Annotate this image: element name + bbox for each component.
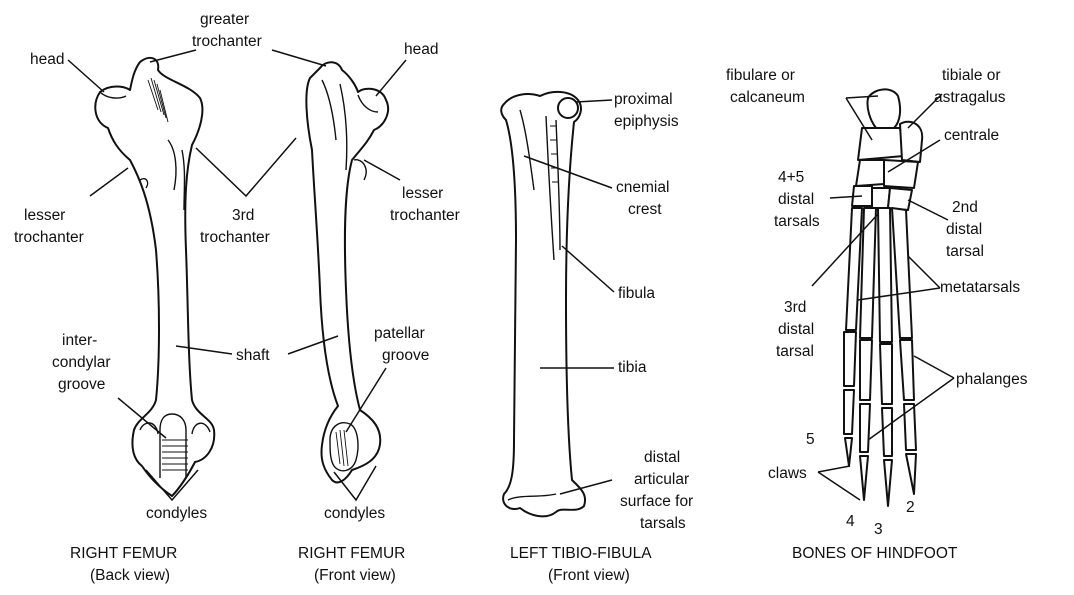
caption-tibio-2: (Front view) <box>548 567 630 584</box>
label-proximal-1: proximal <box>614 91 673 108</box>
tibio-fibula-outline <box>501 92 585 516</box>
label-distal-2: articular <box>634 471 689 488</box>
leader-greater-back <box>150 50 196 62</box>
femur-back-outline <box>95 58 214 496</box>
leader-claws <box>818 466 860 500</box>
label-45-1: 4+5 <box>778 169 804 186</box>
label-3rd-1: 3rd <box>784 299 806 316</box>
label-groove-2: condylar <box>52 354 111 371</box>
leader-proximal <box>576 100 612 102</box>
femur-front-lesser-knob <box>354 160 366 180</box>
label-lesser-back-1: lesser <box>24 207 65 224</box>
label-lesser-front-1: lesser <box>402 185 443 202</box>
phalanx-2a <box>900 340 914 400</box>
claw-2 <box>906 454 916 494</box>
caption-femur-back-1: RIGHT FEMUR <box>70 545 177 562</box>
digit-number-5: 5 <box>806 431 815 448</box>
label-lesser-back-2: trochanter <box>14 229 84 246</box>
label-third-1: 3rd <box>232 207 254 224</box>
metatarsal-4 <box>860 208 876 338</box>
digit-number-2: 2 <box>906 499 915 516</box>
label-patellar-1: patellar <box>374 325 425 342</box>
label-3rd-3: tarsal <box>776 343 814 360</box>
femur-front-view <box>306 62 388 482</box>
label-centrale: centrale <box>944 127 999 144</box>
metatarsal-5 <box>846 208 862 330</box>
label-2nd-1: 2nd <box>952 199 978 216</box>
claw-4 <box>860 456 868 500</box>
caption-tibio-1: LEFT TIBIO-FIBULA <box>510 545 652 562</box>
label-shaft: shaft <box>236 347 270 364</box>
label-2nd-2: distal <box>946 221 982 238</box>
label-fibula: fibula <box>618 285 655 302</box>
label-distal-1: distal <box>644 449 680 466</box>
centrale-tarsal <box>856 160 884 186</box>
tarsal-2b <box>888 188 912 210</box>
metatarsal-3 <box>878 208 892 342</box>
label-2nd-3: tarsal <box>946 243 984 260</box>
phalanx-2b <box>904 404 916 450</box>
femur-front-outline <box>306 62 388 482</box>
digit-number-4: 4 <box>846 513 855 530</box>
leader-fibula <box>562 246 614 292</box>
label-45-2: distal <box>778 191 814 208</box>
phalanx-4a <box>860 340 872 400</box>
phalanx-5b <box>844 390 854 434</box>
label-distal-3: surface for <box>620 493 693 510</box>
label-patellar-2: groove <box>382 347 429 364</box>
label-3rd-2: distal <box>778 321 814 338</box>
label-greater-1: greater <box>200 11 249 28</box>
label-tibiale-1: tibiale or <box>942 67 1001 84</box>
phalanx-5a <box>844 332 856 386</box>
label-fibulare-1: fibulare or <box>726 67 795 84</box>
label-tibiale-2: astragalus <box>934 89 1006 106</box>
caption-femur-front-1: RIGHT FEMUR <box>298 545 405 562</box>
label-lesser-front-2: trochanter <box>390 207 460 224</box>
label-phalanges: phalanges <box>956 371 1028 388</box>
label-tibia: tibia <box>618 359 647 376</box>
label-claws: claws <box>768 465 807 482</box>
label-groove-1: inter- <box>62 332 97 349</box>
leader-head-back <box>68 60 104 92</box>
leader-third-trochanter <box>196 138 296 196</box>
calcaneum-body <box>858 128 904 160</box>
claw-5 <box>845 438 852 466</box>
label-metatarsals: metatarsals <box>940 279 1020 296</box>
astragalus <box>900 122 922 162</box>
label-distal-4: tarsals <box>640 515 686 532</box>
label-groove-3: groove <box>58 376 105 393</box>
femur-back-view <box>95 58 214 496</box>
leader-lesser-back <box>90 168 128 196</box>
hindfoot <box>844 89 922 506</box>
label-third-2: trochanter <box>200 229 270 246</box>
proximal-knob <box>558 98 578 118</box>
phalanx-3b <box>882 408 892 456</box>
label-greater-2: trochanter <box>192 33 262 50</box>
calcaneum-top <box>867 89 900 128</box>
phalanx-3a <box>880 344 892 404</box>
caption-femur-back-2: (Back view) <box>90 567 170 584</box>
caption-hindfoot: BONES OF HINDFOOT <box>792 545 958 562</box>
label-45-3: tarsals <box>774 213 820 230</box>
leader-2nd <box>908 200 948 220</box>
digit-number-3: 3 <box>874 521 883 538</box>
leader-greater-front <box>272 50 326 66</box>
label-head-front: head <box>404 41 438 58</box>
label-fibulare-2: calcaneum <box>730 89 805 106</box>
label-condyles-front: condyles <box>324 505 385 522</box>
label-cnemial-1: cnemial <box>616 179 669 196</box>
label-proximal-2: epiphysis <box>614 113 679 130</box>
phalanx-4b <box>860 404 870 452</box>
label-condyles-back: condyles <box>146 505 207 522</box>
caption-femur-front-2: (Front view) <box>314 567 396 584</box>
leader-lesser-front <box>364 160 400 180</box>
label-cnemial-2: crest <box>628 201 662 218</box>
label-head-back: head <box>30 51 64 68</box>
claw-3 <box>884 460 892 506</box>
leader-head-front <box>376 60 406 96</box>
metatarsal-2 <box>892 208 912 338</box>
tibio-fibula <box>501 92 585 516</box>
